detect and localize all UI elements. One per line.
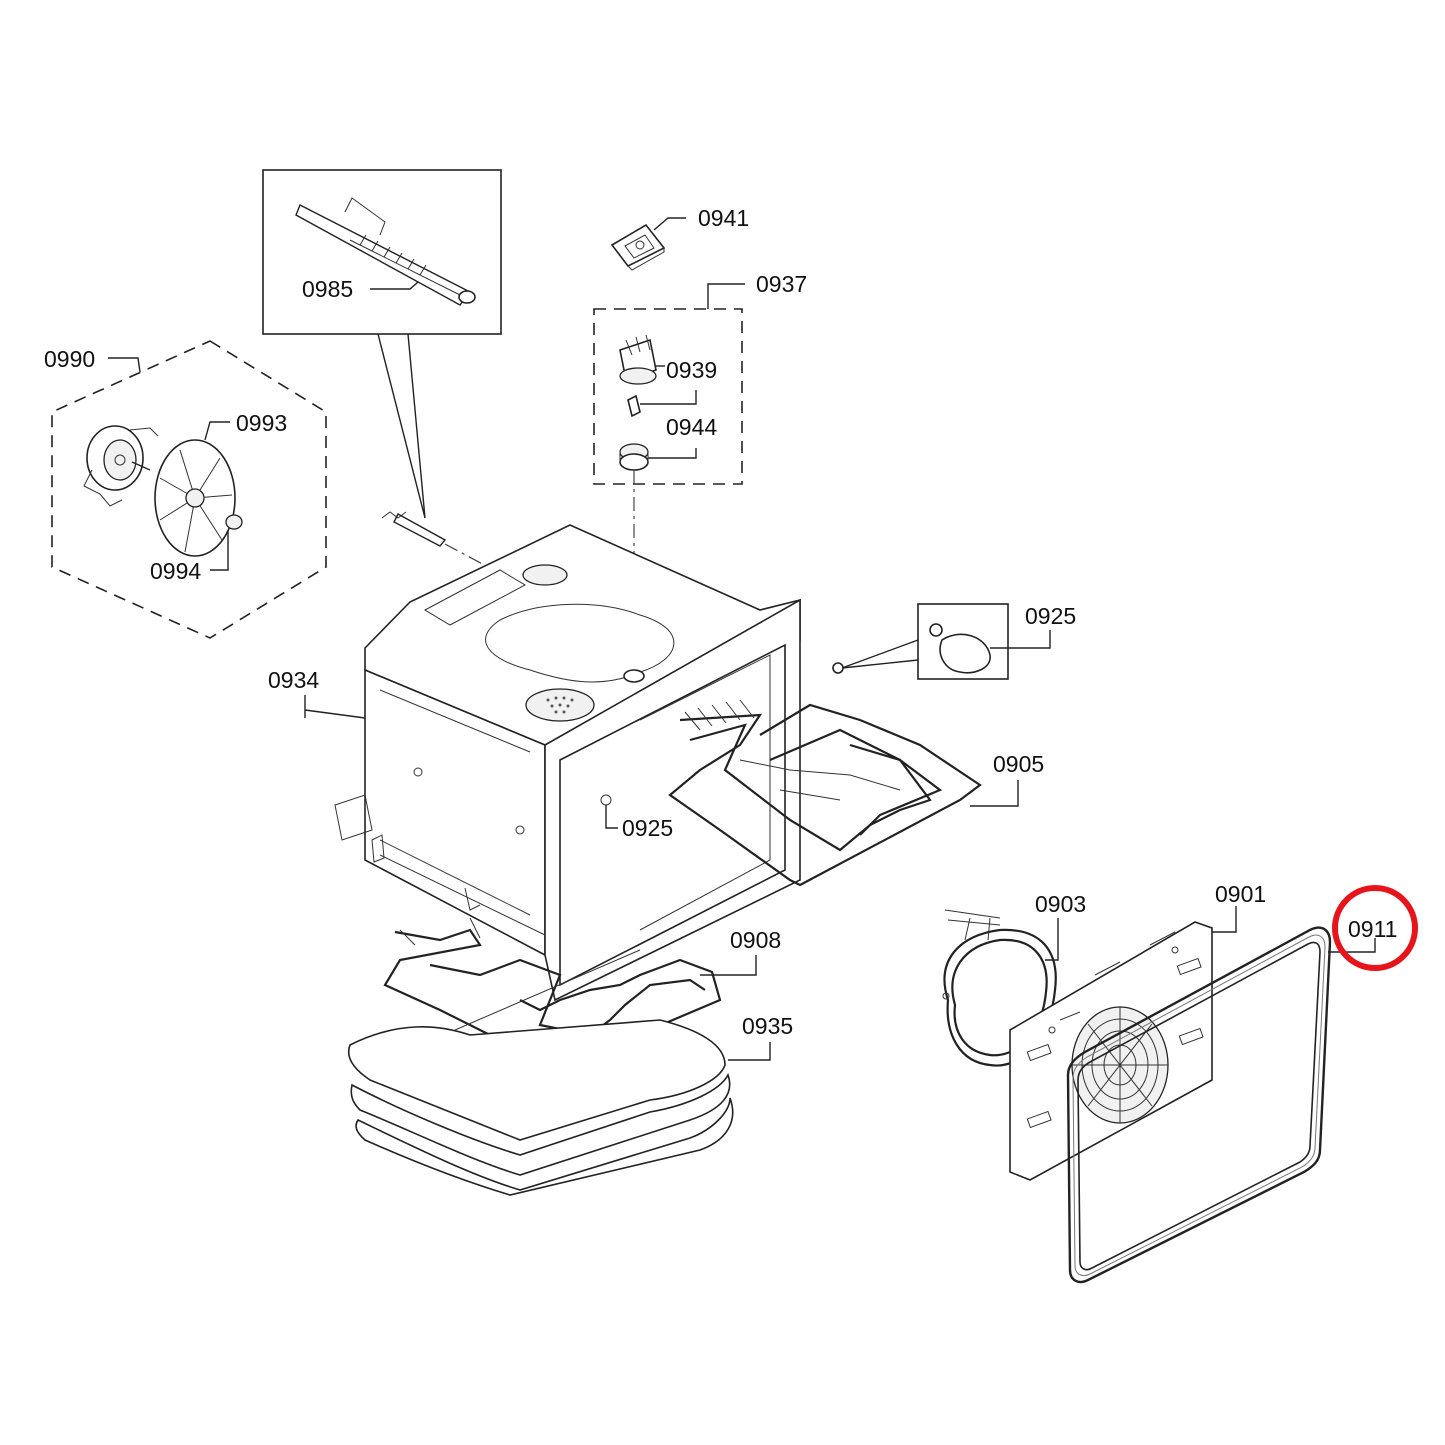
label-0901: 0901 (1215, 881, 1266, 907)
ring-element-0903 (942, 909, 1059, 1067)
oven-cavity-0934 (304, 524, 801, 1002)
detail-box-0985 (262, 169, 502, 519)
grill-element-0905 (668, 699, 1019, 887)
highlight-ring-0911 (1332, 885, 1418, 971)
insulation-0935 (348, 1019, 771, 1196)
label-0905: 0905 (993, 751, 1044, 777)
fan-cover-0901 (1009, 906, 1237, 1181)
label-0925-inner: 0925 (622, 815, 673, 841)
label-0911: 0911 (1348, 916, 1397, 942)
label-0941: 0941 (698, 205, 749, 231)
label-0994: 0994 (150, 558, 201, 584)
label-0908: 0908 (730, 927, 781, 953)
label-0944: 0944 (666, 414, 717, 440)
label-0903: 0903 (1035, 891, 1086, 917)
detail-box-0925 (832, 603, 1051, 680)
label-0939: 0939 (666, 357, 717, 383)
label-0934: 0934 (268, 667, 319, 693)
label-0990: 0990 (44, 346, 95, 372)
label-0985: 0985 (302, 276, 353, 302)
label-0937: 0937 (756, 271, 807, 297)
label-0925-detail: 0925 (1025, 603, 1076, 629)
fan-assembly-0990 (51, 340, 327, 639)
label-0993: 0993 (236, 410, 287, 436)
lamp-assembly-0937 (593, 283, 745, 672)
label-0935: 0935 (742, 1013, 793, 1039)
part-0941-plate (610, 217, 686, 271)
